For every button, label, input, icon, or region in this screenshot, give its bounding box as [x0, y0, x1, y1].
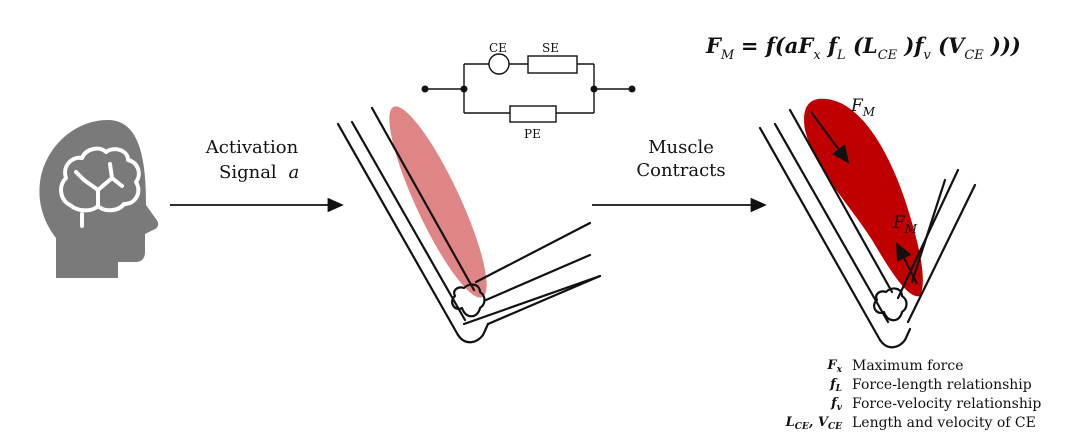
head-brain-icon — [39, 120, 159, 278]
arm-contracted — [758, 98, 977, 349]
muscle-contracted — [804, 98, 923, 297]
force-arrow-top — [810, 111, 850, 164]
contracts-word: Contracts — [636, 160, 726, 181]
legend-row: Fx Maximum force — [827, 357, 964, 376]
muscle-contracts-label: Muscle Contracts — [626, 137, 736, 181]
signal-symbol: a — [288, 162, 300, 183]
se-element — [527, 55, 578, 74]
pe-label: PE — [524, 127, 541, 141]
ce-label: CE — [489, 41, 507, 55]
se-label: SE — [542, 41, 559, 55]
hill-muscle-circuit — [421, 53, 636, 123]
muscle-word: Muscle — [648, 137, 714, 158]
force-formula: FM = f(aFx fL (LCE )fv (VCE ))) — [706, 33, 1021, 63]
force-label-bottom: FM — [893, 213, 918, 236]
ce-element — [488, 53, 510, 75]
legend: Fx Maximum force fL Force-length relatio… — [762, 356, 1042, 433]
signal-word: Signal — [219, 162, 277, 183]
signal-label: Signal a — [219, 162, 299, 183]
activation-label: Activation — [205, 137, 299, 158]
legend-row: fv Force-velocity relationship — [831, 395, 1042, 414]
muscle-relaxed — [389, 106, 487, 298]
force-arrow-bottom — [896, 242, 918, 285]
force-label-top: FM — [851, 96, 876, 119]
legend-row: LCE, VCE Length and velocity of CE — [785, 414, 1036, 433]
arm-relaxed — [336, 106, 602, 344]
pe-element — [509, 105, 557, 123]
legend-row: fL Force-length relationship — [830, 376, 1032, 395]
